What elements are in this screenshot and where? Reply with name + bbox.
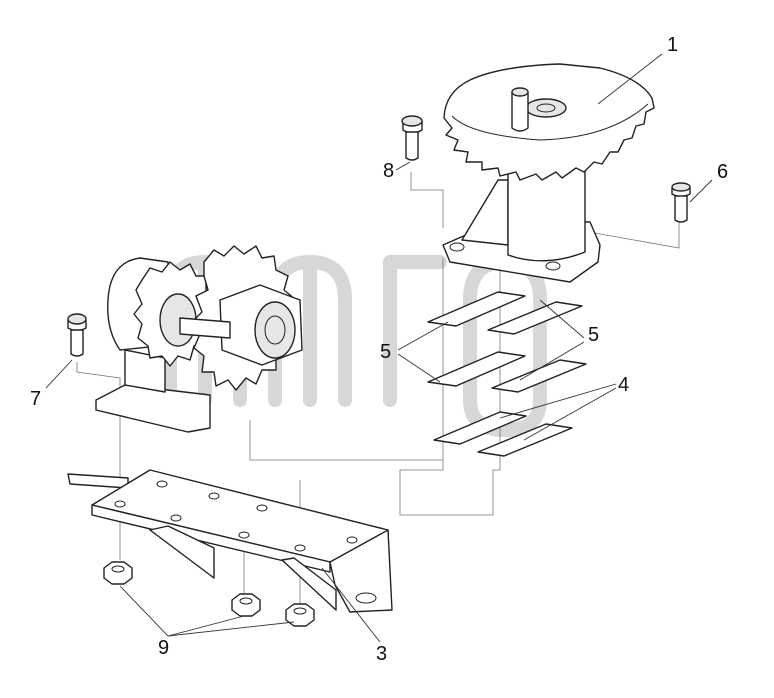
callout-6: 6 [717,161,728,183]
callout-3: 3 [376,643,387,665]
callout-7: 7 [30,388,41,410]
sprocket-assembly [95,245,303,433]
callout-9: 9 [158,637,169,659]
bolt-8 [401,115,423,161]
bevel-gear-assembly [442,63,655,283]
callout-labels: 1 8 6 5 5 4 7 3 9 [30,34,728,665]
callout-5-left: 5 [380,341,391,363]
nuts-9 [103,561,315,627]
leader-lines [45,53,713,643]
callout-8: 8 [383,160,394,182]
callout-5-right: 5 [588,324,599,346]
bolt-7 [67,313,87,357]
shims [427,291,587,457]
bolt-6 [671,182,691,223]
mounting-bracket [67,469,393,613]
callout-1: 1 [667,34,678,56]
callout-4: 4 [618,374,629,396]
